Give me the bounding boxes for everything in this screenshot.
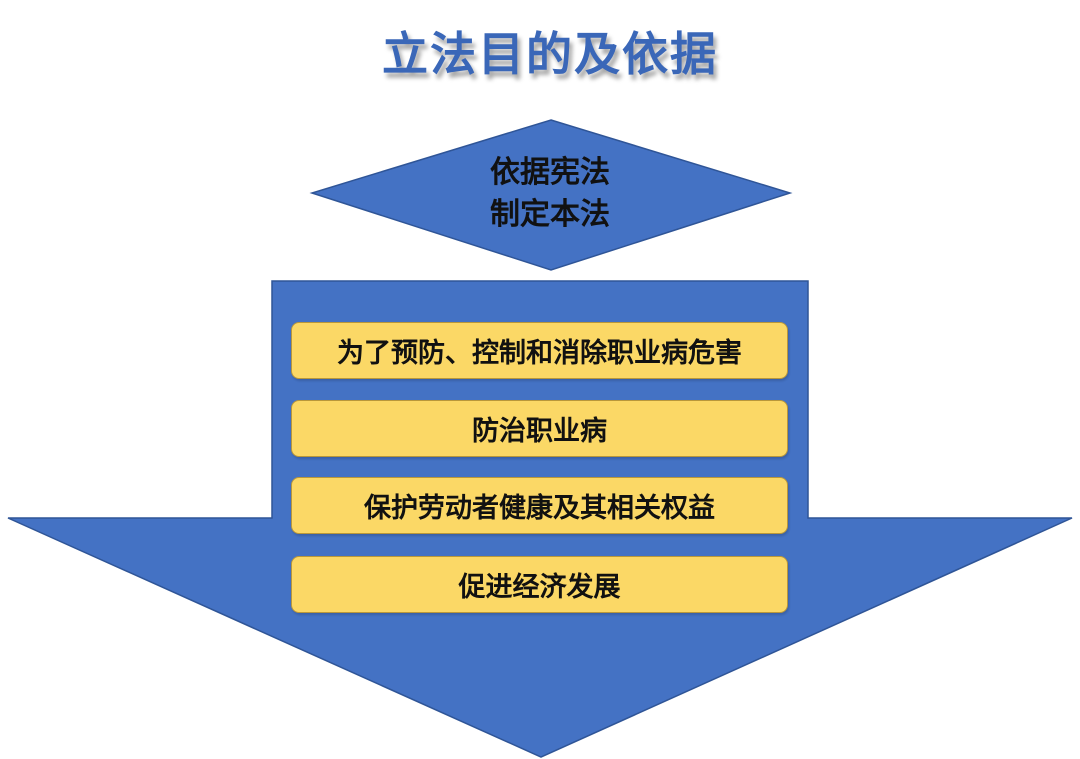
purpose-box-4: 促进经济发展	[291, 556, 788, 613]
basis-line-1: 依据宪法	[490, 155, 610, 190]
basis-diamond	[309, 119, 793, 271]
purpose-box-2: 防治职业病	[291, 400, 788, 457]
basis-text: 依据宪法 制定本法	[430, 152, 670, 236]
basis-line-2: 制定本法	[490, 197, 610, 232]
page-title: 立法目的及依据	[382, 27, 718, 81]
purpose-box-1: 为了预防、控制和消除职业病危害	[291, 322, 788, 379]
purpose-box-3: 保护劳动者健康及其相关权益	[291, 477, 788, 534]
